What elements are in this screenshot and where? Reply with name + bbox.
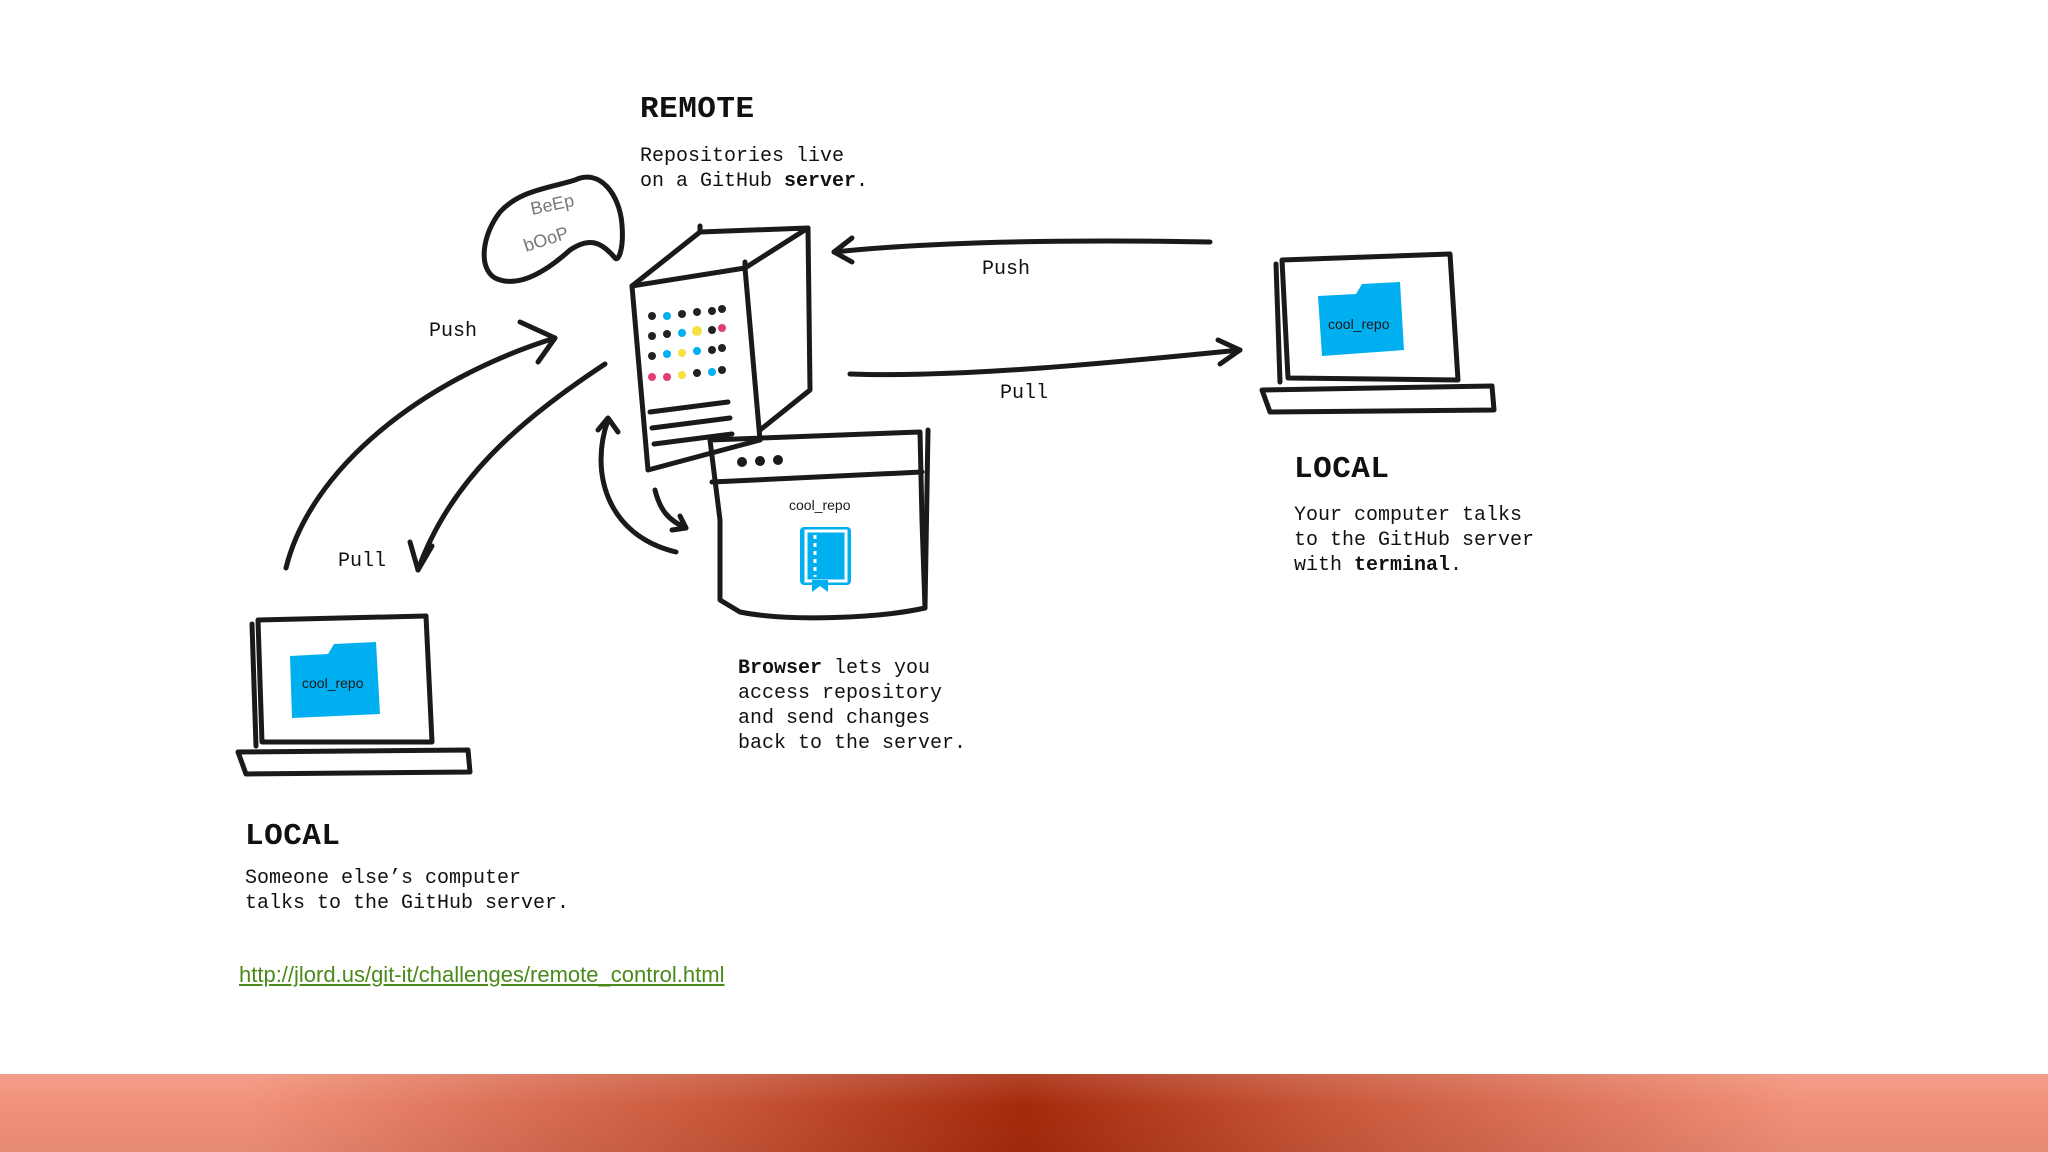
arrow-pull-right <box>850 340 1240 375</box>
pull-left-label: Pull <box>338 550 386 573</box>
remote-desc-line2-pre: on a GitHub <box>640 170 784 193</box>
remote-desc-line2-bold: server <box>784 170 856 193</box>
local-right-desc-line1: Your computer talks <box>1294 504 1522 527</box>
arrow-push-left <box>286 322 555 568</box>
remote-control-link[interactable]: http://jlord.us/git-it/challenges/remote… <box>239 962 724 988</box>
browser-window-title: cool_repo <box>789 497 851 513</box>
local-right-desc-line2: to the GitHub server <box>1294 529 1534 552</box>
local-left-desc-line2: talks to the GitHub server. <box>245 892 569 915</box>
speech-bubble: BeEp bOoP <box>484 177 622 281</box>
remote-heading: REMOTE <box>640 92 755 127</box>
browser-desc-line4: back to the server. <box>738 732 966 755</box>
browser-description: Browser lets you access repository and s… <box>738 656 966 756</box>
server-status-dots <box>648 305 726 381</box>
local-right-desc-line3-post: . <box>1450 554 1462 577</box>
pull-right-label: Pull <box>1000 382 1048 405</box>
remote-description: Repositories live on a GitHub server. <box>640 144 868 194</box>
laptop-left-folder-label: cool_repo <box>302 675 364 691</box>
local-right-description: Your computer talks to the GitHub server… <box>1294 503 1534 578</box>
laptop-right-folder-label: cool_repo <box>1328 316 1390 332</box>
browser-desc-line3: and send changes <box>738 707 930 730</box>
arrow-server-browser <box>598 418 686 552</box>
local-left-desc-line1: Someone else’s computer <box>245 867 521 890</box>
local-right-heading: LOCAL <box>1294 452 1390 487</box>
laptop-left-icon: cool_repo <box>238 616 470 774</box>
browser-desc-line2: access repository <box>738 682 942 705</box>
book-icon <box>800 527 851 592</box>
browser-window-icon: cool_repo <box>710 430 928 618</box>
local-left-description: Someone else’s computer talks to the Git… <box>245 866 569 916</box>
bubble-text-2: bOoP <box>521 223 571 256</box>
remote-desc-line2-post: . <box>856 170 868 193</box>
push-right-label: Push <box>982 258 1030 281</box>
local-right-desc-line3-bold: terminal <box>1354 554 1450 577</box>
server-icon <box>632 226 810 470</box>
local-left-heading: LOCAL <box>245 819 341 854</box>
remote-desc-line1: Repositories live <box>640 145 844 168</box>
push-left-label: Push <box>429 320 477 343</box>
bubble-text-1: BeEp <box>529 190 576 219</box>
arrow-pull-left <box>410 364 605 570</box>
local-right-desc-line3-pre: with <box>1294 554 1354 577</box>
footer-band-shade <box>0 1074 2048 1152</box>
browser-desc-line1-post: lets you <box>822 657 930 680</box>
laptop-right-icon: cool_repo <box>1262 254 1494 412</box>
browser-desc-bold: Browser <box>738 657 822 680</box>
